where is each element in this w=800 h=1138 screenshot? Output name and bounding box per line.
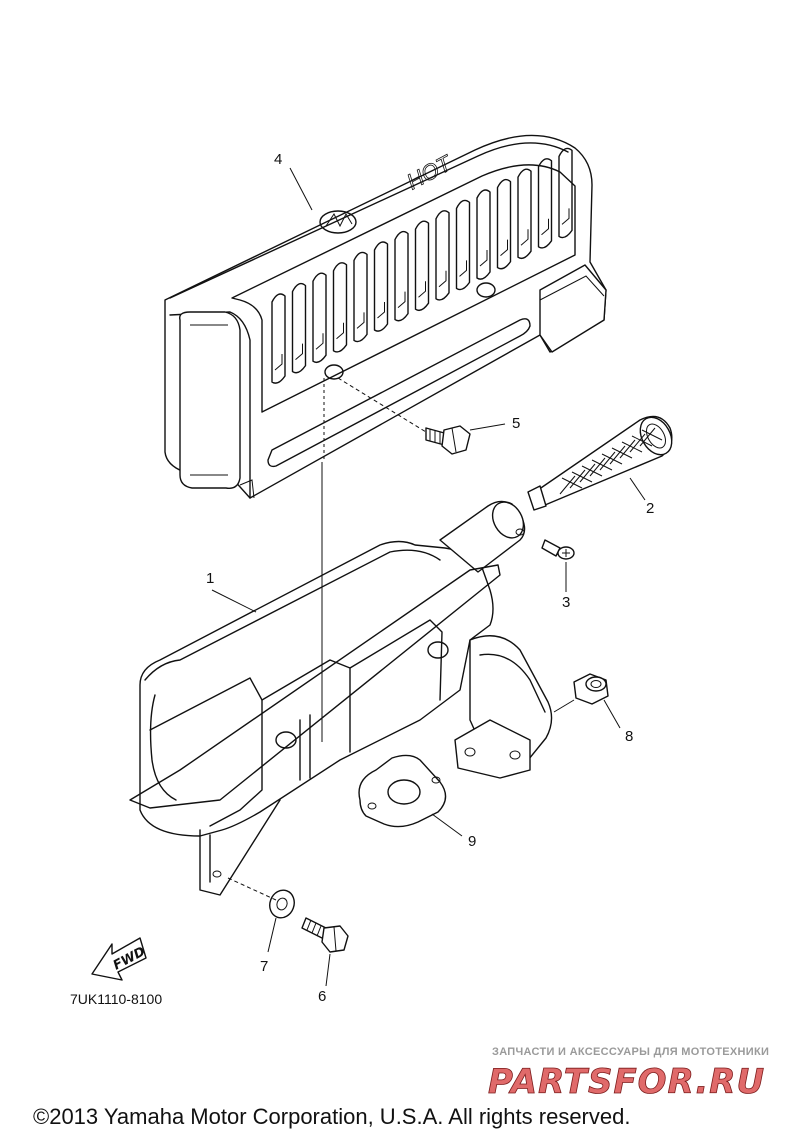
cooling-fins <box>271 147 573 384</box>
part-2-spark-arrester[interactable] <box>527 412 678 511</box>
copyright-text: ©2013 Yamaha Motor Corporation, U.S.A. A… <box>33 1104 630 1129</box>
diagram-code: 7UK1110-8100 <box>70 991 162 1007</box>
arrester-mesh <box>559 427 663 495</box>
fin-slot <box>541 218 549 236</box>
mesh-line <box>619 439 636 459</box>
cooling-fin <box>455 199 471 291</box>
fin-slot <box>418 281 426 298</box>
mesh-line <box>621 441 643 453</box>
fin-slot <box>459 260 467 277</box>
watermark: ЗАПЧАСТИ И АКСЕССУАРЫ ДЛЯ МОТОТЕХНИКИ PA… <box>488 1046 769 1102</box>
cooling-fin <box>476 189 491 280</box>
mesh-line <box>569 469 586 489</box>
fin-slot <box>561 208 570 225</box>
mesh-line <box>609 445 626 465</box>
mesh-line <box>571 471 593 483</box>
cooling-fin <box>394 230 409 322</box>
mesh-line <box>579 463 596 483</box>
mesh-line <box>631 435 653 447</box>
cooling-fin <box>291 282 307 374</box>
part-6-bolt[interactable] <box>301 917 349 953</box>
fin-slot <box>397 291 406 308</box>
cooling-fin <box>373 241 389 332</box>
cooling-fin <box>537 158 553 249</box>
fin-slot <box>274 354 283 371</box>
fin-slot <box>295 343 303 360</box>
fin-slot <box>520 229 529 246</box>
mesh-line <box>589 457 606 477</box>
callout-8: 8 <box>625 728 633 745</box>
callout-6: 6 <box>318 988 326 1005</box>
watermark-brand: PARTSFOR.RU <box>488 1062 765 1102</box>
callout-2: 2 <box>646 500 654 517</box>
fin-slot <box>377 302 385 319</box>
cooling-fin <box>312 272 327 364</box>
mesh-line <box>561 477 583 489</box>
fin-slot <box>356 312 365 329</box>
part-1-muffler[interactable] <box>129 497 553 896</box>
fin-slot <box>336 322 344 340</box>
callout-3: 3 <box>562 594 570 611</box>
callout-1: 1 <box>206 570 214 587</box>
mesh-line <box>559 475 576 495</box>
cooling-fin <box>271 293 286 384</box>
part-3-screw[interactable] <box>541 539 575 560</box>
callout-9: 9 <box>468 833 476 850</box>
mesh-line <box>591 459 613 471</box>
fin-slot <box>315 333 324 350</box>
fin-slot <box>438 270 447 288</box>
mesh-line <box>611 447 633 459</box>
part-9-gasket[interactable] <box>358 754 447 828</box>
fwd-arrow-icon: FWD <box>91 937 148 981</box>
mesh-line <box>629 433 646 453</box>
mesh-line <box>639 427 656 447</box>
mesh-line <box>599 451 616 471</box>
fin-slot <box>500 239 508 256</box>
mesh-line <box>581 465 603 477</box>
mesh-line <box>601 453 623 465</box>
cooling-fin <box>332 262 348 353</box>
callout-5: 5 <box>512 415 520 432</box>
watermark-tagline: ЗАПЧАСТИ И АКСЕССУАРЫ ДЛЯ МОТОТЕХНИКИ <box>492 1046 769 1058</box>
part-7-washer[interactable] <box>266 887 298 922</box>
cooling-fin <box>414 220 430 312</box>
leader-lines <box>211 167 646 987</box>
part-8-nut[interactable] <box>573 673 609 705</box>
cooling-fin <box>517 168 532 260</box>
cooling-fin <box>558 147 573 239</box>
cooling-fin <box>353 251 368 343</box>
fin-slot <box>479 250 488 267</box>
part-4-heat-protector[interactable]: HOT <box>164 134 607 499</box>
cooling-fin <box>496 178 512 270</box>
cooling-fin <box>435 210 450 301</box>
callout-7: 7 <box>260 958 268 975</box>
mesh-line <box>641 429 663 441</box>
part-5-bolt[interactable] <box>425 425 471 455</box>
callout-4: 4 <box>274 151 282 168</box>
